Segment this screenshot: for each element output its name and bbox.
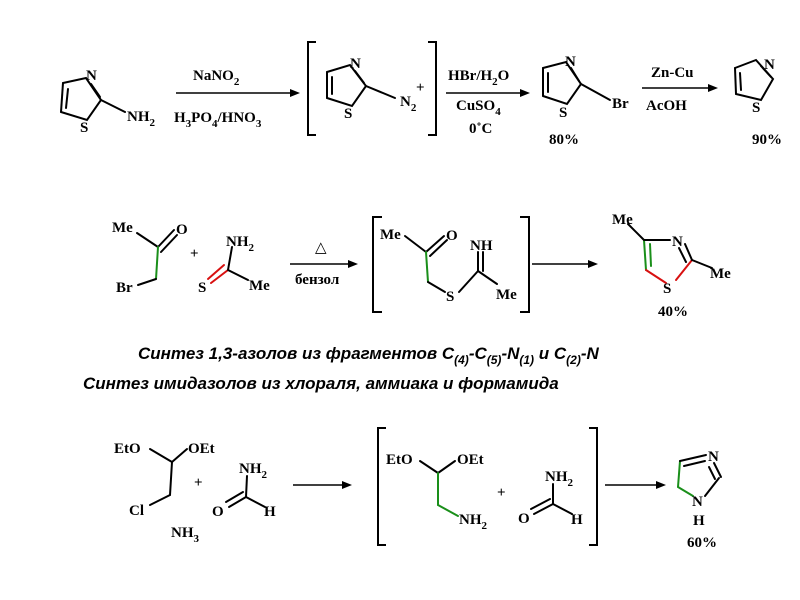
reaction-arrow-row3 xyxy=(293,481,352,489)
n-atom-label: N xyxy=(764,57,775,73)
thioether-intermediate: Me O NH S Me xyxy=(372,216,530,313)
methyl-label: Me xyxy=(380,227,401,243)
n-atom-label: N xyxy=(350,56,361,72)
thiazole-structure: N S 90% xyxy=(734,57,782,148)
caption-imidazole-synthesis: Синтез имидазолов из хлораля, аммиака и … xyxy=(83,374,559,393)
ethoxy-label: OEt xyxy=(188,441,215,457)
diazonium-intermediate: N S N2 + xyxy=(307,41,437,136)
o-atom-label: O xyxy=(446,228,458,244)
bromothiazole-structure: N S Br 80% xyxy=(542,54,629,148)
solvent-label: бензол xyxy=(295,272,340,288)
reaction-arrow-row3-b xyxy=(605,481,666,489)
nh2-group-label: NH2 xyxy=(226,234,255,254)
imidazole-structure: N N H 60% xyxy=(677,449,722,551)
reaction-arrow-3: Zn-Cu AcOH xyxy=(642,65,718,114)
bromoacetone-structure: Me O Br xyxy=(112,220,188,296)
nh2-group-label: NH2 xyxy=(459,512,488,532)
chloroacetal-structure: EtO OEt Cl xyxy=(114,441,215,519)
br-atom-label: Br xyxy=(612,96,629,112)
n-atom-label: N xyxy=(86,68,97,84)
methyl-label: Me xyxy=(496,287,517,303)
s-atom-label: S xyxy=(344,106,352,122)
dimethylthiazole-structure: Me N S Me 40% xyxy=(612,212,731,320)
n-atom-label: N xyxy=(708,449,719,465)
yield-label: 40% xyxy=(658,304,688,320)
plus-sign: + xyxy=(194,475,203,491)
reagent-zn-cu: Zn-Cu xyxy=(651,65,694,81)
s-atom-label: S xyxy=(446,289,454,305)
s-atom-label: S xyxy=(559,105,567,121)
yield-label: 60% xyxy=(687,535,717,551)
nh-h-atom-label: H xyxy=(693,513,705,529)
ethoxy-label: OEt xyxy=(457,452,484,468)
aminoacetal-intermediate: EtO OEt NH2 + NH2 O H xyxy=(377,427,598,546)
thioacetamide-structure: NH2 S Me xyxy=(198,234,270,296)
n2-group-label: N2 xyxy=(400,94,417,114)
methyl-label: Me xyxy=(112,220,133,236)
reaction-temperature: 0˚C xyxy=(469,121,492,137)
nh-n-atom-label: N xyxy=(692,494,703,510)
yield-label: 80% xyxy=(549,132,579,148)
n-atom-label: N xyxy=(672,234,683,250)
ethoxy-label: EtO xyxy=(386,452,413,468)
o-atom-label: O xyxy=(518,511,530,527)
s-atom-label: S xyxy=(80,120,88,136)
methyl-label: Me xyxy=(249,278,270,294)
imine-nh-label: NH xyxy=(470,238,493,254)
methyl-label: Me xyxy=(612,212,633,228)
aminothiazole-structure: N S NH2 xyxy=(60,68,156,136)
heat-symbol: △ xyxy=(315,240,327,256)
yield-label: 90% xyxy=(752,132,782,148)
reagent-hbr-h2o: HBr/H2O xyxy=(448,68,509,88)
nh2-group-label: NH2 xyxy=(239,461,268,481)
h-atom-label: H xyxy=(571,512,583,528)
formamide-structure: NH2 O H xyxy=(212,461,276,520)
caption-azole-synthesis: Синтез 1,3-азолов из фрагментов C(4)-C(5… xyxy=(138,344,600,367)
nh2-group-label: NH2 xyxy=(545,469,574,489)
plus-sign: + xyxy=(190,246,199,262)
s-atom-label: S xyxy=(752,100,760,116)
reaction-arrow-row2: △ бензол xyxy=(290,240,358,288)
reaction-arrow-row2-b xyxy=(532,260,598,268)
h-atom-label: H xyxy=(264,504,276,520)
reaction-arrow-2: HBr/H2O CuSO4 0˚C xyxy=(446,68,530,137)
reagent-acoh: AcOH xyxy=(646,98,687,114)
positive-charge: + xyxy=(416,80,425,96)
br-atom-label: Br xyxy=(116,280,133,296)
reaction-arrow-1: NaNO2 H3PO4/HNO3 xyxy=(174,68,300,130)
s-atom-label: S xyxy=(198,280,206,296)
cl-atom-label: Cl xyxy=(129,503,144,519)
methyl-label: Me xyxy=(710,266,731,282)
reagent-nano2: NaNO2 xyxy=(193,68,240,88)
ammonia-label: NH3 xyxy=(171,525,200,545)
o-atom-label: O xyxy=(212,504,224,520)
n-atom-label: N xyxy=(565,54,576,70)
ethoxy-label: EtO xyxy=(114,441,141,457)
reagent-h3po4-hno3: H3PO4/HNO3 xyxy=(174,110,262,130)
reagent-cuso4: CuSO4 xyxy=(456,98,501,118)
s-atom-label: S xyxy=(663,281,671,297)
o-atom-label: O xyxy=(176,222,188,238)
nh2-group-label: NH2 xyxy=(127,109,156,129)
plus-sign: + xyxy=(497,485,506,501)
